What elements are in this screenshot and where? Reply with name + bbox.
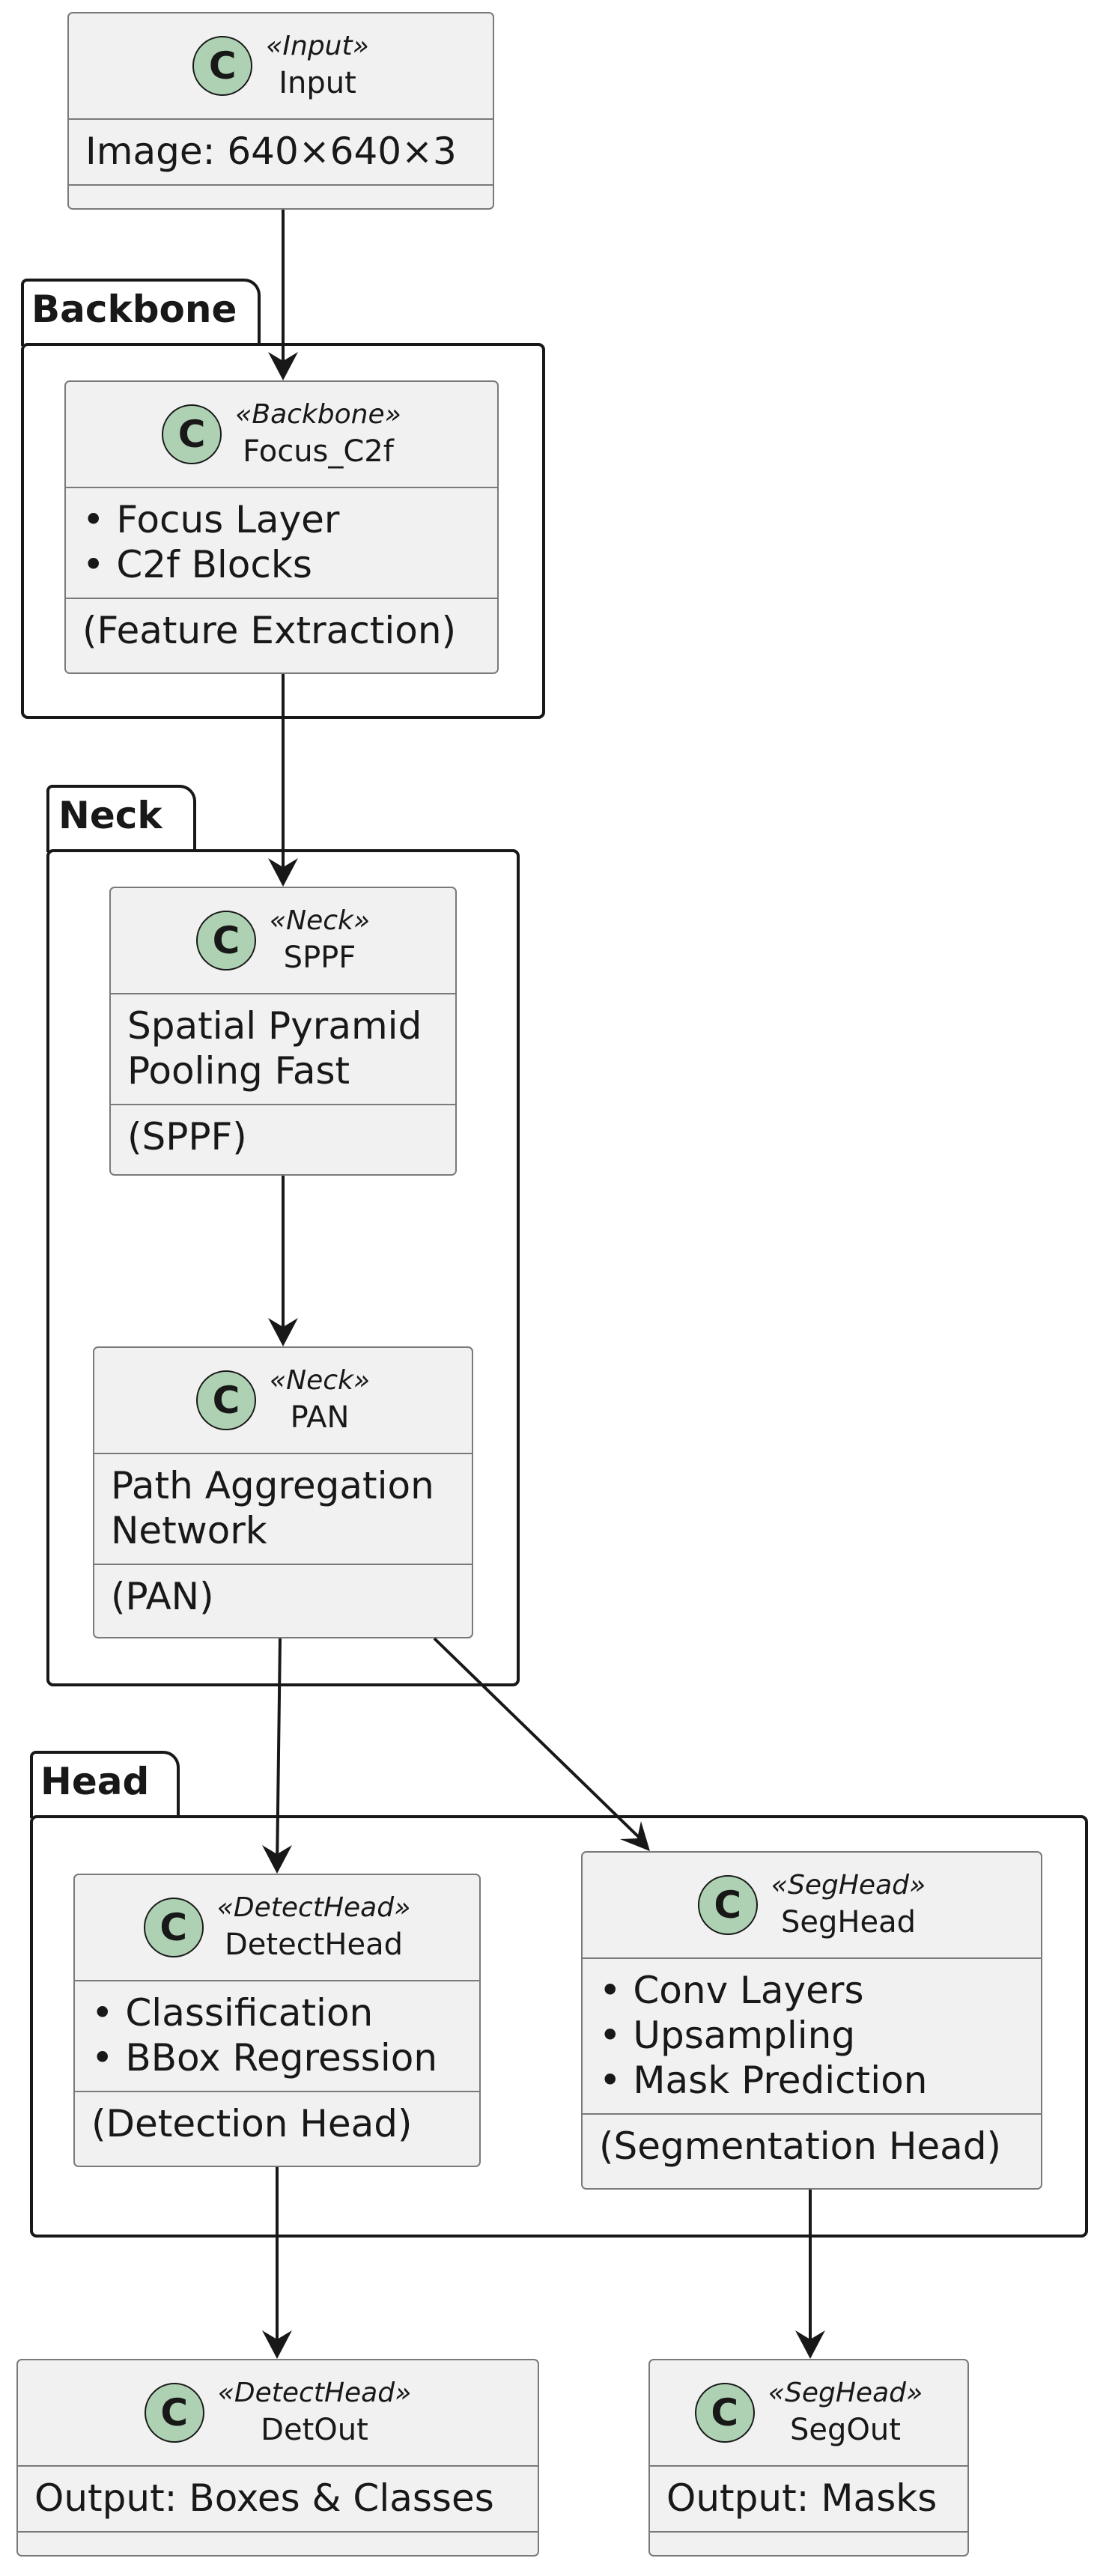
class-field: • Upsampling [599, 2014, 856, 2057]
package-label-neck: Neck [58, 794, 162, 837]
class-field: • Focus Layer [82, 498, 340, 541]
class-detout: C «DetectHead» DetOut Output: Boxes & Cl… [16, 2359, 539, 2557]
class-header: C «SegHead» SegHead [583, 1853, 1041, 1959]
class-pan: C «Neck» PAN Path Aggregation Network (P… [93, 1346, 473, 1638]
class-field: Network [111, 1509, 267, 1552]
class-fields: • Classification • BBox Regression [75, 1981, 479, 2092]
class-header: C «Neck» SPPF [111, 888, 455, 994]
class-spot-icon: C [195, 911, 256, 970]
class-stereotype: «Neck» [269, 1365, 371, 1396]
class-field: • Classification [91, 1991, 374, 2035]
arrowhead-focus [268, 352, 298, 380]
class-name: PAN [290, 1400, 350, 1435]
class-field: Pooling Fast [127, 1049, 350, 1093]
class-header: C «DetectHead» DetectHead [75, 1875, 479, 1981]
class-field: Image: 640×640×3 [85, 130, 457, 173]
class-methods: (Detection Head) [75, 2092, 479, 2157]
class-header: C «DetectHead» DetOut [18, 2360, 538, 2467]
class-fields: Path Aggregation Network [94, 1454, 472, 1565]
class-sppf: C «Neck» SPPF Spatial Pyramid Pooling Fa… [109, 887, 457, 1176]
class-spot-icon: C [694, 2383, 755, 2443]
class-field: • Conv Layers [599, 1969, 864, 2012]
arrowhead-detecthead [262, 1845, 292, 1874]
class-header: C «Backbone» Focus_C2f [66, 382, 497, 488]
class-seghead: C «SegHead» SegHead • Conv Layers • Upsa… [581, 1851, 1042, 2190]
class-stereotype: «DetectHead» [216, 1892, 411, 1923]
class-method: (Segmentation Head) [599, 2124, 1002, 2168]
class-spot-icon: C [143, 1898, 204, 1957]
class-method: (Feature Extraction) [82, 609, 457, 652]
package-tab-backbone [21, 279, 261, 346]
class-field: • Mask Prediction [599, 2059, 928, 2102]
class-stereotype: «Neck» [269, 905, 371, 936]
class-fields: Output: Masks [650, 2467, 967, 2533]
class-spot-icon: C [162, 404, 222, 464]
class-name: DetectHead [225, 1928, 403, 1962]
class-spot-icon: C [195, 1370, 256, 1430]
package-tab-head [30, 1751, 180, 1818]
class-field: Output: Masks [666, 2476, 938, 2520]
class-spot-icon: C [144, 2383, 204, 2443]
class-field: • BBox Regression [91, 2036, 438, 2080]
class-name: DetOut [261, 2413, 368, 2447]
class-methods: (Segmentation Head) [583, 2115, 1041, 2179]
class-fields: Image: 640×640×3 [69, 120, 493, 186]
arrowhead-seghead [620, 1821, 650, 1851]
class-method: (Detection Head) [91, 2102, 413, 2145]
class-name: SPPF [283, 941, 356, 975]
arrowhead-detout [262, 2330, 292, 2359]
class-name: Focus_C2f [243, 434, 394, 469]
class-header: C «Input» Input [69, 13, 493, 120]
class-focus-c2f: C «Backbone» Focus_C2f • Focus Layer • C… [64, 380, 499, 674]
class-field: Output: Boxes & Classes [34, 2476, 494, 2520]
package-head [30, 1815, 1088, 2238]
arrowhead-segout [795, 2330, 825, 2359]
class-methods: (SPPF) [111, 1105, 455, 1170]
class-method: (PAN) [111, 1575, 214, 1618]
class-fields: • Conv Layers • Upsampling • Mask Predic… [583, 1959, 1041, 2115]
class-input: C «Input» Input Image: 640×640×3 [67, 12, 494, 210]
class-name: Input [279, 66, 356, 100]
class-name: SegHead [781, 1905, 916, 1939]
package-tab-neck [46, 785, 196, 852]
class-header: C «SegHead» SegOut [650, 2360, 967, 2467]
class-field: Path Aggregation [111, 1464, 434, 1507]
class-fields: Spatial Pyramid Pooling Fast [111, 994, 455, 1105]
class-spot-icon: C [697, 1875, 758, 1935]
class-methods: (PAN) [94, 1565, 472, 1629]
class-fields: • Focus Layer • C2f Blocks [66, 488, 497, 599]
edge-pan-to-detecthead [276, 1638, 282, 1868]
class-header: C «Neck» PAN [94, 1348, 472, 1454]
class-name: SegOut [790, 2413, 901, 2447]
arrowhead-sppf [268, 858, 298, 887]
class-stereotype: «Backbone» [235, 399, 401, 430]
class-segout: C «SegHead» SegOut Output: Masks [648, 2359, 969, 2557]
class-stereotype: «DetectHead» [217, 2378, 412, 2408]
class-methods: (Feature Extraction) [66, 599, 497, 663]
class-fields: Output: Boxes & Classes [18, 2467, 538, 2533]
package-label-backbone: Backbone [31, 288, 237, 331]
class-stereotype: «Input» [266, 31, 369, 61]
package-label-head: Head [40, 1760, 150, 1803]
edge-pan-to-seghead [433, 1637, 647, 1845]
class-method: (SPPF) [127, 1115, 247, 1158]
arrowhead-pan [268, 1318, 298, 1346]
class-field: Spatial Pyramid [127, 1004, 422, 1048]
class-stereotype: «SegHead» [771, 1870, 926, 1901]
class-detecthead: C «DetectHead» DetectHead • Classificati… [73, 1874, 481, 2167]
class-stereotype: «SegHead» [768, 2378, 923, 2408]
class-spot-icon: C [192, 36, 253, 96]
class-field: • C2f Blocks [82, 543, 312, 586]
